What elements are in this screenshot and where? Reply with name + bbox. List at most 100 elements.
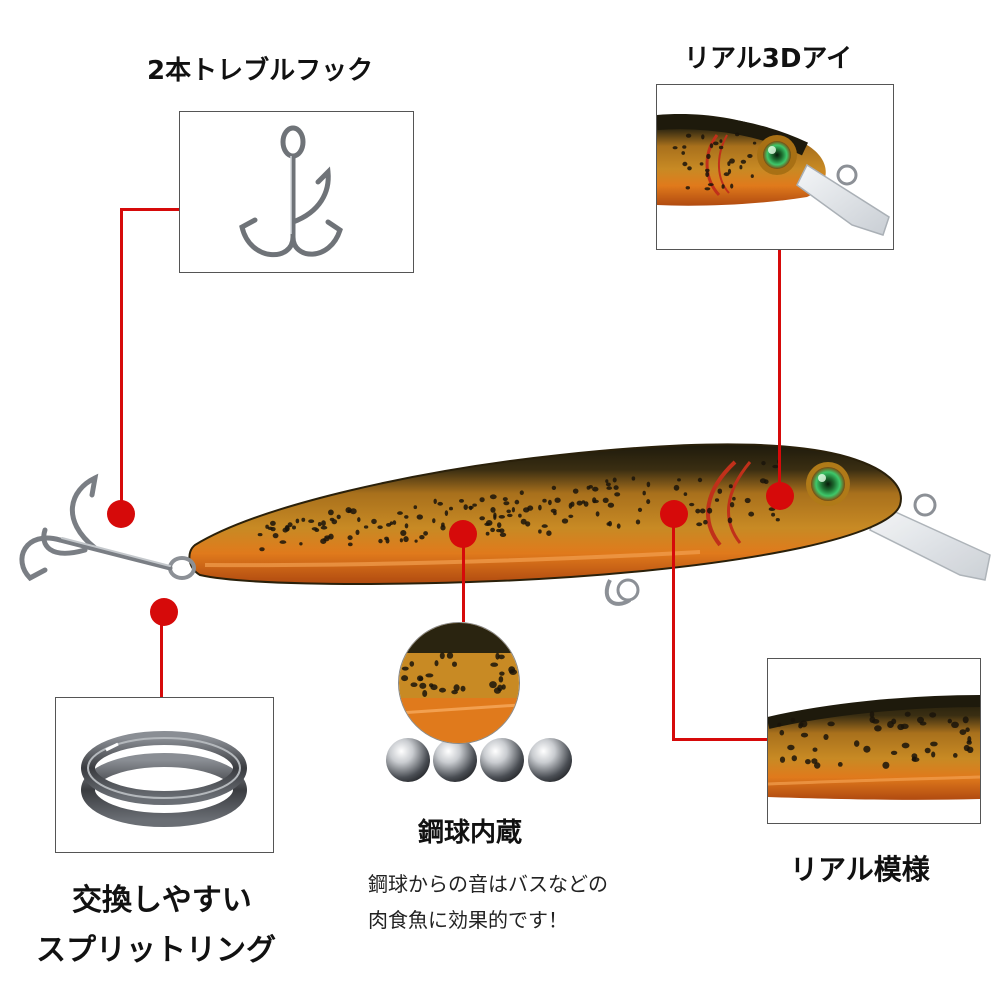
lure-spot [270,527,276,532]
lure-spot [707,183,714,187]
lure-spot [752,141,757,145]
lure-spot [437,501,444,506]
lure-spot [422,690,428,697]
lure-spot [489,494,497,500]
lure-spot [400,530,407,536]
lure-spot [706,153,711,159]
lure-spot [586,485,591,490]
lure-spot [404,515,409,519]
lure-spot [709,143,714,149]
lure-spot [606,522,611,526]
lure-eye-closeup-image [657,114,890,236]
lure-spot [583,501,589,507]
lure-spot [490,662,499,667]
lure-spot [729,158,735,164]
lure-spot [385,538,390,544]
lure-spot [730,183,734,189]
lure-spot [717,488,723,494]
connector-ball-v [462,540,465,622]
lure-spot [673,484,680,491]
lure-spot [777,722,782,727]
lure-spot [463,504,468,510]
lure-spot [284,525,290,531]
lure-spot [498,676,504,683]
lure-spot [328,533,334,540]
lure-spot [503,501,510,506]
lure-spot [485,531,490,536]
lure-spot [592,499,599,504]
lure-spot [962,716,969,724]
lure-spot [683,492,688,496]
connector-eye-v [778,248,781,493]
lure-spot [399,538,403,543]
lure-spot [542,498,547,503]
lure-spot [538,504,542,511]
lure-spot [550,508,557,513]
lure-spot [446,652,454,659]
lure-spot [723,172,730,177]
lure-spot [490,507,496,513]
lure-spot [484,522,491,526]
label-steel-ball: 鋼球内蔵 [418,818,523,848]
lure-spot [317,522,322,527]
lure-spot [287,522,293,528]
lure-spot [519,490,524,496]
lure-spot [605,482,611,487]
lure-spot [677,478,681,482]
lure-spot [705,171,710,177]
lure-spot [759,478,767,484]
lure-spot [518,513,522,518]
lure-spot [699,162,704,166]
lure-spot [295,518,300,524]
lure-spot [551,485,557,490]
lure-spot [718,145,724,150]
lure-spot [499,671,505,676]
marker-pattern [660,500,688,528]
lure-spot [439,687,446,693]
lure-spot [410,682,418,687]
lure-spot [904,711,911,717]
lure-spot [568,502,573,509]
lure-spot [331,519,338,525]
lure-spot [554,497,561,503]
lure-spot [687,166,692,171]
lure-spot [409,661,415,667]
lure-spot [498,654,505,660]
lure-spot [721,184,725,189]
lure-spot [900,723,909,729]
lure-spot [612,477,617,483]
lure-spot [646,481,651,488]
lure-spot [355,529,360,535]
lure-spot [506,509,512,514]
lure-spot [685,133,692,138]
lure-spot [790,717,796,723]
marker-hook [107,500,135,528]
lure-spot [646,499,651,505]
lure-spot [682,161,688,167]
lure-spot [292,525,296,530]
lure-spot [397,511,403,515]
lure-spot [371,518,377,525]
lure-spot [869,711,875,718]
lure-spot [389,521,394,525]
lure-side-closeup-image [399,623,519,743]
lure-spot [495,652,500,660]
lure-spot [812,747,818,752]
lure-spot [460,685,466,692]
lure-spot [874,725,882,732]
lure-spot [732,496,736,501]
lure-spot [713,141,719,146]
lure-spot [779,729,785,736]
lure-spot [699,508,706,514]
lure-spot [966,740,972,745]
lure-spot [479,497,485,503]
marker-eye [766,482,794,510]
lure-spot [451,690,458,695]
lure-spot [931,751,936,758]
lure-spot [434,660,439,667]
lure-spot [511,507,515,513]
lure-spot [301,517,306,522]
lure-spot [347,542,353,547]
inset-real-pattern [767,658,981,824]
lure-spot [576,500,583,506]
